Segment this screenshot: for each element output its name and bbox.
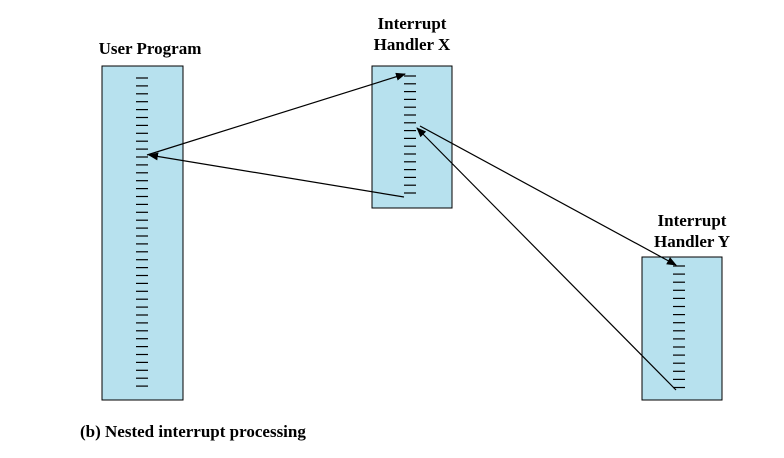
- handler-x-instruction-ticks: [404, 75, 416, 194]
- user-program-box: [101, 65, 184, 401]
- user-program-instruction-ticks: [136, 77, 148, 387]
- handler-x-label-line1: Interrupt: [377, 14, 447, 33]
- handler-y-label: Interrupt Handler Y: [617, 210, 767, 252]
- handler-y-box: [641, 256, 723, 401]
- figure-caption: (b) Nested interrupt processing: [80, 422, 306, 441]
- arrow-user-to-handler-x: [146, 72, 406, 156]
- user-program-label: User Program: [98, 39, 202, 58]
- handler-x-label: Interrupt Handler X: [337, 13, 487, 55]
- arrow-handler-x-return-to-user: [148, 152, 405, 198]
- arrow-handler-x-to-handler-y: [419, 125, 677, 266]
- handler-x-box: [371, 65, 453, 209]
- handler-y-label-line1: Interrupt: [657, 211, 727, 230]
- arrow-handler-y-return-to-handler-x: [416, 127, 677, 391]
- handler-y-instruction-ticks: [673, 265, 685, 389]
- handler-y-label-line2: Handler Y: [653, 232, 731, 251]
- handler-x-label-line2: Handler X: [373, 35, 451, 54]
